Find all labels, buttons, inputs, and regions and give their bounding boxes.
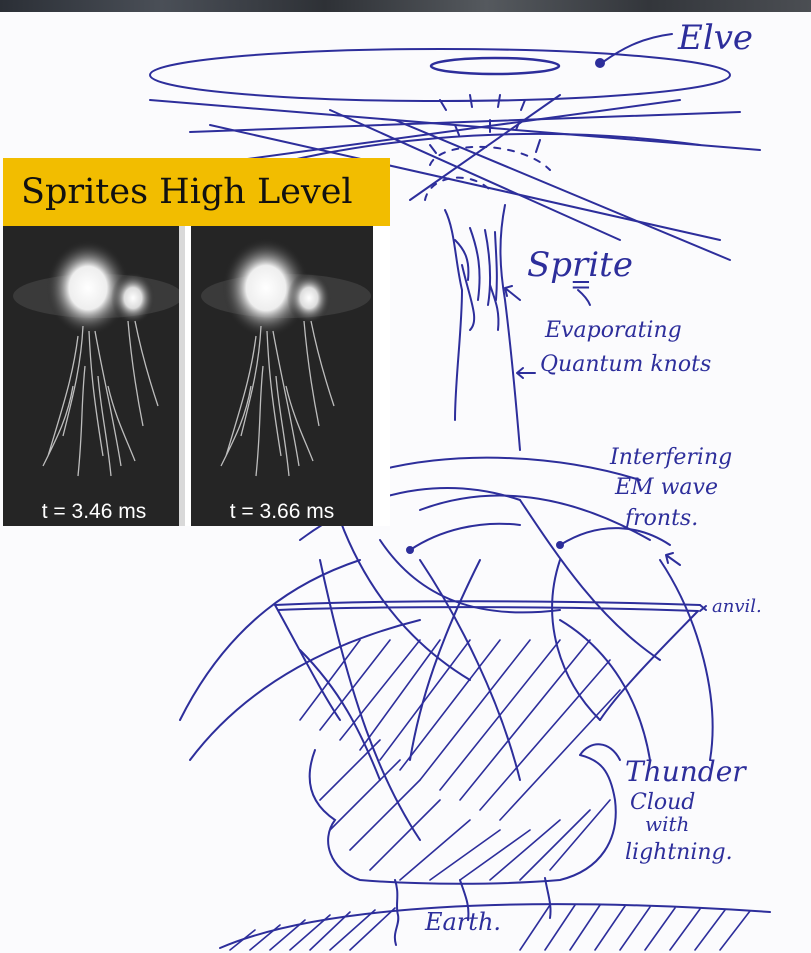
sprite-frame-1: t = 3.46 ms xyxy=(3,226,185,526)
frame-2-time-label: t = 3.66 ms xyxy=(191,500,373,524)
sprite-photo-2 xyxy=(191,226,373,526)
label-with: with xyxy=(645,812,689,836)
elve-inner-disk xyxy=(431,58,559,74)
label-evaporating: Evaporating xyxy=(545,318,682,343)
label-anvil: anvil. xyxy=(712,596,762,617)
inset-title: Sprites High Level xyxy=(3,158,390,226)
anvil-top xyxy=(275,601,700,605)
label-elve: Elve xyxy=(678,18,753,58)
label-earth: Earth. xyxy=(425,908,501,936)
label-em-wave: EM wave xyxy=(615,475,718,500)
label-equals: = xyxy=(570,270,592,300)
label-thunder: Thunder xyxy=(625,755,746,788)
label-quantum-knots: Quantum knots xyxy=(540,352,711,377)
sprite-photo-1 xyxy=(3,226,185,526)
frame-1-time-label: t = 3.46 ms xyxy=(3,500,185,524)
sprite-frame-2: t = 3.66 ms xyxy=(191,226,373,526)
elve-outer-ring xyxy=(150,49,730,101)
sprites-photo-inset: Sprites High Level xyxy=(3,158,390,526)
thunder-cloud-outline xyxy=(310,750,616,884)
elve-marker xyxy=(596,59,604,67)
label-fronts: fronts. xyxy=(625,506,698,531)
label-lightning: lightning. xyxy=(625,840,733,865)
label-interfering: Interfering xyxy=(610,445,732,470)
